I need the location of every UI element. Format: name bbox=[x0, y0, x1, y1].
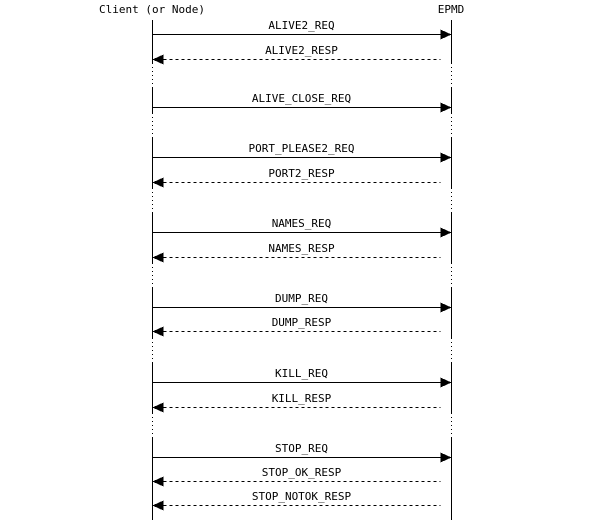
message-label: KILL_REQ bbox=[275, 367, 328, 380]
message-stop-ok-resp: STOP_OK_RESP bbox=[152, 466, 441, 487]
arrow-head-left bbox=[152, 252, 164, 263]
message-kill-req: KILL_REQ bbox=[152, 367, 452, 388]
message-kill-resp: KILL_RESP bbox=[152, 392, 441, 413]
message-alive-close-req: ALIVE_CLOSE_REQ bbox=[152, 92, 452, 113]
message-names-resp: NAMES_RESP bbox=[152, 242, 441, 263]
message-label: STOP_REQ bbox=[275, 442, 328, 455]
message-alive2-resp: ALIVE2_RESP bbox=[152, 44, 441, 65]
message-label: NAMES_REQ bbox=[272, 217, 332, 230]
arrow-head-right bbox=[440, 29, 452, 40]
arrow-head-right bbox=[440, 377, 452, 388]
arrow-head-right bbox=[440, 152, 452, 163]
message-dump-resp: DUMP_RESP bbox=[152, 316, 441, 337]
arrow-head-left bbox=[152, 476, 164, 487]
arrow-head-left bbox=[152, 326, 164, 337]
actor-headers: Client (or Node) EPMD bbox=[99, 3, 464, 16]
arrow-head-left bbox=[152, 54, 164, 65]
lifelines bbox=[152, 20, 452, 520]
message-label: ALIVE_CLOSE_REQ bbox=[252, 92, 351, 105]
arrow-head-right bbox=[440, 452, 452, 463]
message-alive2-req: ALIVE2_REQ bbox=[152, 19, 452, 40]
arrow-head-right bbox=[440, 227, 452, 238]
message-label: DUMP_RESP bbox=[272, 316, 332, 329]
message-dump-req: DUMP_REQ bbox=[152, 292, 452, 313]
message-stop-notok-resp: STOP_NOTOK_RESP bbox=[152, 490, 441, 511]
actor-header-client: Client (or Node) bbox=[99, 3, 205, 16]
arrow-head-right bbox=[440, 302, 452, 313]
message-label: NAMES_RESP bbox=[268, 242, 335, 255]
arrow-head-left bbox=[152, 500, 164, 511]
message-label: STOP_NOTOK_RESP bbox=[252, 490, 352, 503]
arrow-head-right bbox=[440, 102, 452, 113]
message-label: PORT2_RESP bbox=[268, 167, 335, 180]
message-names-req: NAMES_REQ bbox=[152, 217, 452, 238]
message-label: DUMP_REQ bbox=[275, 292, 328, 305]
messages: ALIVE2_REQ ALIVE2_RESP ALIVE_CLOSE_REQ PORT… bbox=[152, 19, 452, 511]
message-label: PORT_PLEASE2_REQ bbox=[249, 142, 355, 155]
arrow-head-left bbox=[152, 402, 164, 413]
message-port-please2-req: PORT_PLEASE2_REQ bbox=[152, 142, 452, 163]
message-label: ALIVE2_RESP bbox=[265, 44, 338, 57]
message-label: ALIVE2_REQ bbox=[268, 19, 334, 32]
arrow-head-left bbox=[152, 177, 164, 188]
message-port2-resp: PORT2_RESP bbox=[152, 167, 441, 188]
message-label: STOP_OK_RESP bbox=[262, 466, 342, 479]
message-stop-req: STOP_REQ bbox=[152, 442, 452, 463]
actor-header-epmd: EPMD bbox=[438, 3, 465, 16]
message-label: KILL_RESP bbox=[272, 392, 332, 405]
